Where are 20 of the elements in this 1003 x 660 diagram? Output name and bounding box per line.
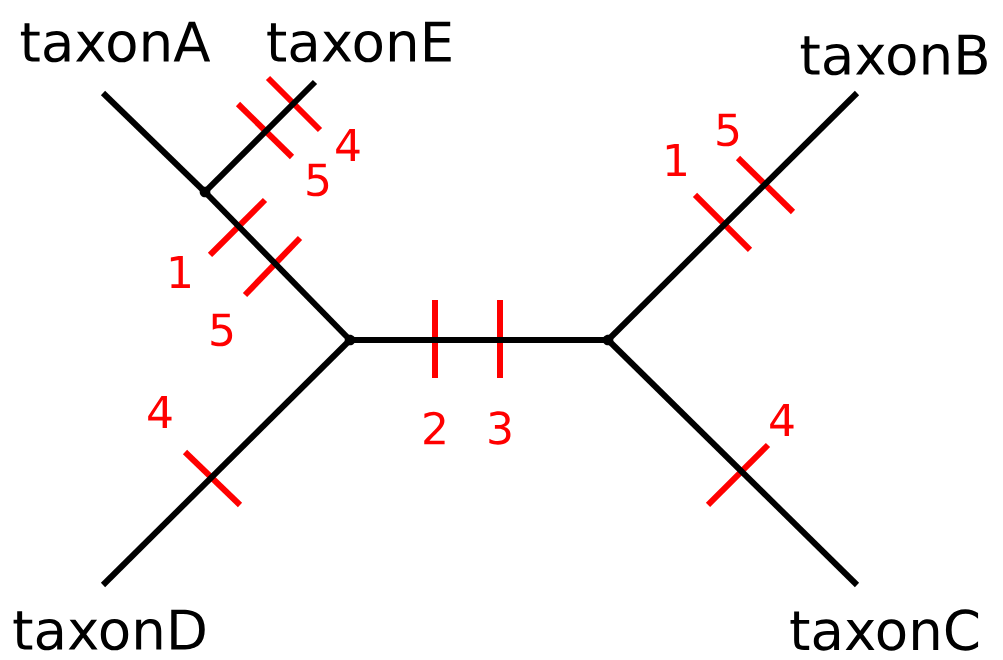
- tree-branch: [350, 337, 608, 343]
- mutation-number: 2: [424, 411, 445, 445]
- taxon-label: taxonA: [20, 21, 211, 63]
- tree-branch: [605, 337, 860, 588]
- mutation-number: 4: [770, 403, 794, 437]
- taxon-label: taxonD: [13, 609, 205, 651]
- mutation-number: 5: [211, 313, 233, 347]
- mutation-number: 5: [717, 113, 739, 147]
- mutation-number: 1: [666, 143, 686, 177]
- tree-branch: [100, 90, 208, 195]
- mutation-number: 3: [489, 411, 511, 445]
- mutation-number: 1: [170, 255, 190, 289]
- mutation-number: 4: [336, 128, 360, 162]
- taxon-label: taxonC: [790, 609, 979, 651]
- tree-branch: [100, 337, 353, 588]
- mutation-number: 5: [307, 163, 329, 197]
- taxon-label: taxonB: [800, 34, 987, 76]
- mutation-number: 4: [148, 395, 172, 429]
- taxon-label: taxonE: [267, 21, 451, 63]
- tree-branch: [605, 90, 860, 343]
